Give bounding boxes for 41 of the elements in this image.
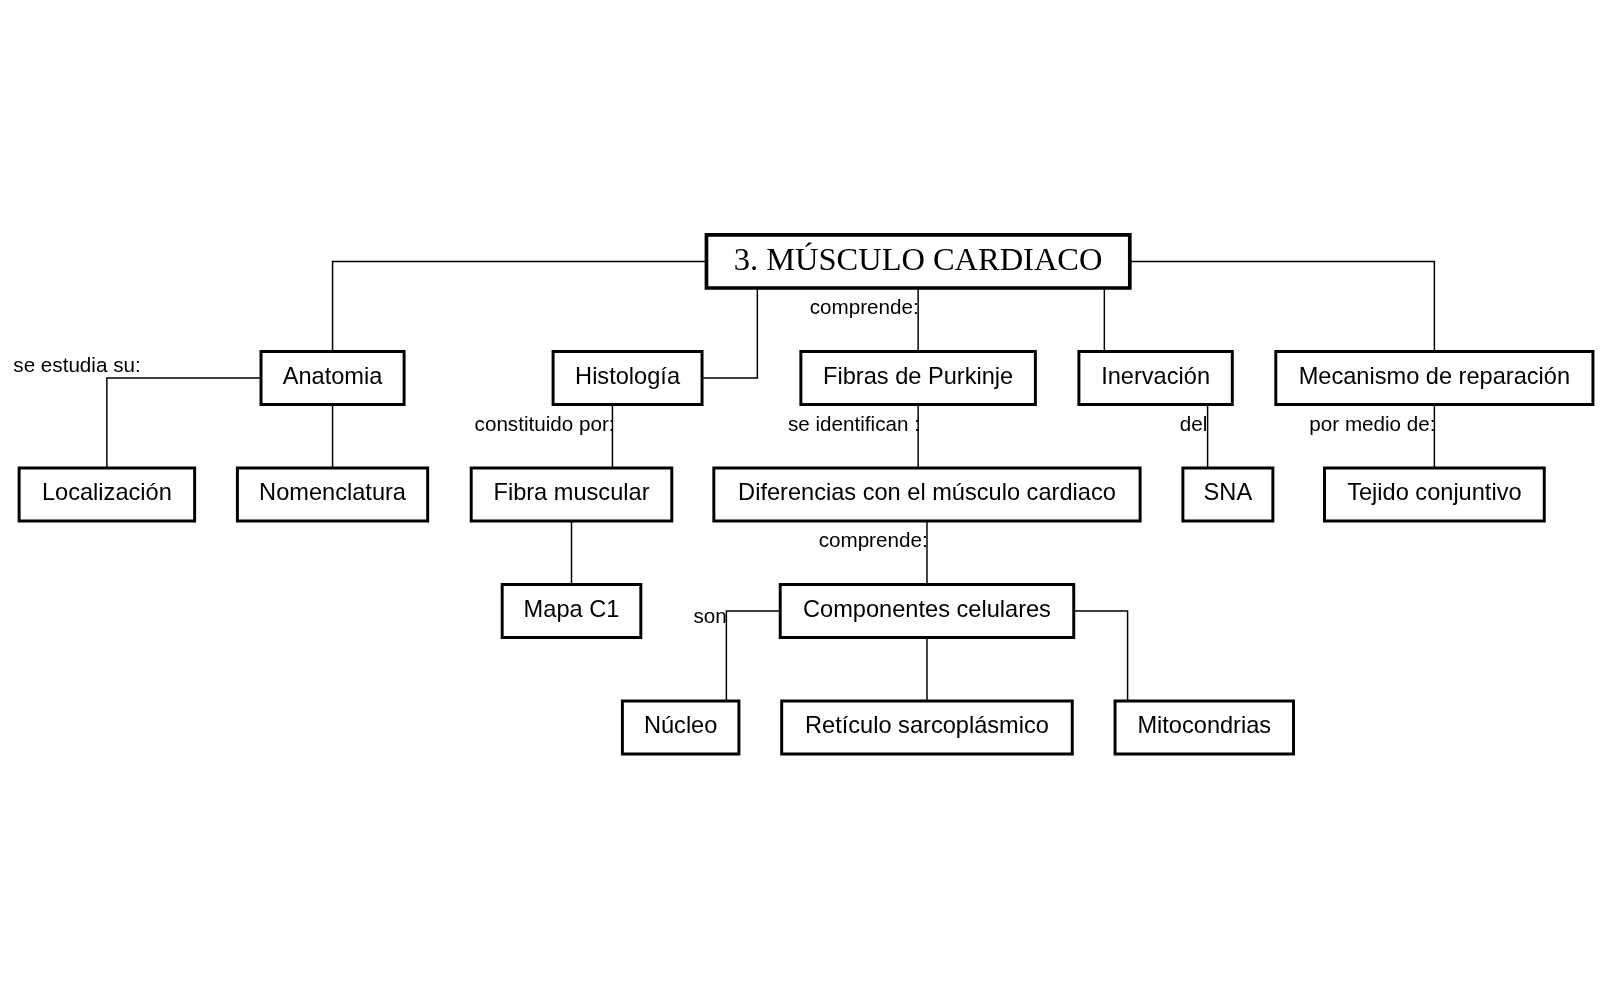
edge-label: constituido por: [474,411,615,435]
node-box: Anatomia [259,349,406,406]
node-box: Núcleo [620,699,741,756]
edge-label: del [1179,411,1208,435]
connector [611,403,614,468]
connector [1206,403,1209,468]
connector [570,520,573,585]
node-box: Fibra muscular [469,465,674,523]
connector [1433,403,1436,468]
node-box: Localización [17,465,197,523]
connector [701,287,759,379]
edge-label: por medio de: [1309,411,1436,435]
node-box: SNA [1181,465,1275,523]
connector [331,260,708,352]
node-box: Mitocondrias [1113,699,1295,756]
edge-label: comprende: [809,294,919,318]
node-box: Diferencias con el músculo cardiaco [712,465,1142,523]
connector [1103,287,1106,352]
edge-label: se identifican : [787,411,920,435]
node-box: Componentes celulares [778,582,1076,639]
connector [917,287,919,352]
node-box: Histología [551,349,704,406]
node-box: 3. MÚSCULO CARDIACO [704,232,1132,290]
connector [926,636,928,701]
connector [917,403,919,468]
node-box: Mecanismo de reparación [1274,349,1595,406]
connector [1073,609,1129,701]
node-box: Mapa C1 [500,582,643,639]
edge-label: se estudia su: [13,352,141,376]
edge-label: son [693,603,727,627]
node-box: Retículo sarcoplásmico [780,699,1074,756]
node-box: Tejido conjuntivo [1323,465,1546,523]
connector [725,609,781,701]
node-box: Nomenclatura [235,465,430,523]
connector [1129,260,1436,352]
connector [106,376,262,468]
connector [926,520,928,585]
connector [331,403,334,468]
edge-label: comprende: [818,527,928,551]
node-box: Inervación [1077,349,1234,406]
node-box: Fibras de Purkinje [799,349,1037,406]
